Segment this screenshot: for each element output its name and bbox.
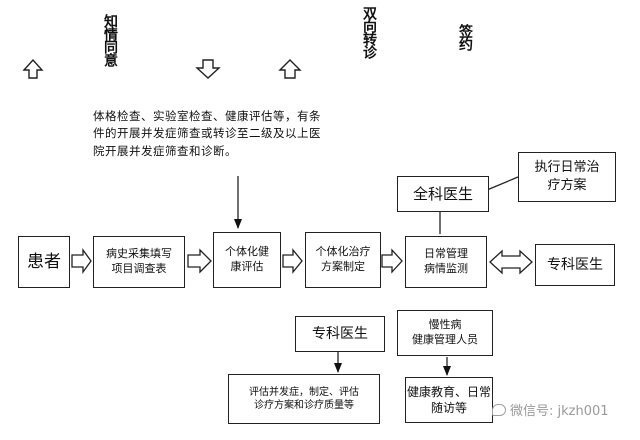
daily-treatment-box: 执行日常治 疗方案 bbox=[518, 152, 616, 202]
chronic-staff-box: 慢性病 健康管理人员 bbox=[397, 310, 493, 356]
gp-treatment-connector bbox=[486, 176, 519, 191]
note-line: 院开展并发症筛查和诊断。 bbox=[93, 143, 237, 158]
hollow-double-arrow bbox=[489, 249, 533, 275]
hollow-down-arrow bbox=[195, 59, 221, 79]
note-line: 件的开展并发症筛查或转诊至二级及以上医 bbox=[93, 126, 321, 141]
health-education-box: 健康教育、日常 随访等 bbox=[405, 377, 493, 423]
daily-treatment-line: 疗方案 bbox=[547, 178, 587, 193]
eval-line: 诊疗方案和诊疗质量等 bbox=[254, 400, 354, 411]
informed-consent-label: 知情同意 bbox=[102, 14, 118, 66]
watermark: 微信号: jkzh001 bbox=[492, 400, 609, 419]
history-line: 项目调查表 bbox=[111, 262, 167, 275]
general-practitioner-label: 全科医生 bbox=[412, 184, 473, 203]
hollow-up-arrow-1 bbox=[22, 58, 44, 79]
assessment-line: 康评估 bbox=[230, 260, 264, 273]
specialist-right-label: 专科医生 bbox=[547, 256, 603, 273]
hollow-right-arrow-3 bbox=[282, 248, 303, 274]
chronic-staff-line: 健康管理人员 bbox=[412, 333, 478, 346]
history-box: 病史采集填写 项目调查表 bbox=[93, 236, 185, 288]
eval-complications-box: 评估并发症，制定、评估 诊疗方案和诊疗质量等 bbox=[228, 374, 380, 424]
general-practitioner-box: 全科医生 bbox=[397, 176, 489, 212]
hollow-right-arrow-1 bbox=[71, 248, 92, 274]
specialist-bottom-label: 专科医生 bbox=[312, 325, 368, 342]
plan-line: 方案制定 bbox=[321, 260, 365, 273]
patient-label: 患者 bbox=[27, 251, 61, 272]
hollow-right-arrow-2 bbox=[187, 248, 212, 274]
plan-box: 个体化治疗 方案制定 bbox=[305, 232, 381, 288]
wechat-icon bbox=[492, 403, 506, 416]
eval-line: 评估并发症，制定、评估 bbox=[249, 386, 359, 398]
assessment-box: 个体化健 康评估 bbox=[213, 232, 281, 288]
management-line: 日常管理 bbox=[424, 247, 468, 261]
note-line: 体格检查、实验室检查、健康评估等，有条 bbox=[93, 109, 321, 123]
education-line: 健康教育、日常 bbox=[406, 384, 491, 399]
daily-treatment-line: 执行日常治 bbox=[534, 160, 600, 176]
management-line: 病情监测 bbox=[424, 262, 468, 275]
specialist-bottom-box: 专科医生 bbox=[295, 316, 385, 352]
history-line: 病史采集填写 bbox=[106, 247, 172, 261]
patient-box: 患者 bbox=[18, 236, 70, 288]
watermark-text: 微信号: jkzh001 bbox=[510, 404, 609, 419]
hollow-right-arrow-4 bbox=[381, 248, 403, 274]
two-way-referral-label: 双向转诊 bbox=[361, 6, 377, 58]
specialist-right-box: 专科医生 bbox=[535, 244, 615, 286]
examination-note: 体格检查、实验室检查、健康评估等，有条 件的开展并发症筛查或转诊至二级及以上医 … bbox=[93, 108, 413, 160]
plan-line: 个体化治疗 bbox=[315, 245, 371, 259]
assessment-line: 个体化健 bbox=[225, 245, 269, 259]
chronic-staff-line: 慢性病 bbox=[428, 318, 462, 332]
hollow-up-arrow-2 bbox=[278, 59, 302, 79]
education-line: 随访等 bbox=[430, 401, 467, 415]
sign-label: 签约 bbox=[457, 24, 473, 50]
management-box: 日常管理 病情监测 bbox=[405, 236, 487, 288]
